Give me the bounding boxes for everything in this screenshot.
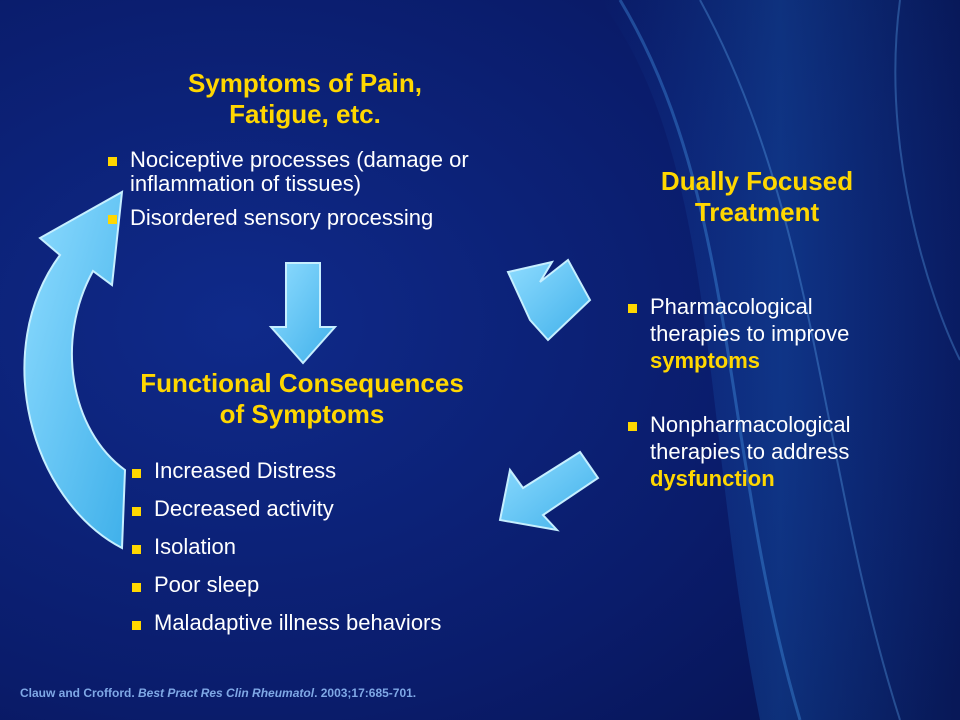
symptoms-title: Symptoms of Pain, Fatigue, etc.: [150, 68, 460, 130]
list-item: Increased Distress: [130, 458, 530, 484]
list-item: Nonpharmacological therapies to address …: [626, 411, 906, 492]
list-item: Disordered sensory processing: [106, 206, 526, 230]
symptoms-title-line2: Fatigue, etc.: [229, 99, 381, 130]
list-item: Isolation: [130, 534, 530, 560]
arrow-to-consequences: [498, 450, 600, 532]
list-item: Maladaptive illness behaviors: [130, 610, 530, 636]
consequences-title: Functional Consequences of Symptoms: [92, 368, 512, 430]
list-item: Poor sleep: [130, 572, 530, 598]
treatment-title-line2: Treatment: [694, 197, 820, 228]
down-arrow: [268, 262, 338, 365]
treatment-item-highlight: symptoms: [650, 348, 761, 373]
treatment-title: Dually Focused Treatment: [612, 166, 902, 228]
arrow-to-symptoms: [506, 258, 592, 342]
treatment-list: Pharmacological therapies to improve sym…: [626, 293, 906, 529]
treatment-item-highlight: dysfunction: [650, 466, 775, 491]
treatment-title-line1: Dually Focused: [660, 166, 854, 196]
cycle-curved-arrow: [23, 190, 127, 550]
symptoms-title-line1: Symptoms of Pain,: [187, 68, 423, 98]
citation: Clauw and Crofford. Best Pract Res Clin …: [20, 686, 416, 700]
citation-journal: Best Pract Res Clin Rheumatol: [138, 686, 315, 700]
list-item: Nociceptive processes (damage or inflamm…: [106, 148, 526, 196]
symptoms-list: Nociceptive processes (damage or inflamm…: [106, 148, 526, 240]
list-item: Decreased activity: [130, 496, 530, 522]
list-item: Pharmacological therapies to improve sym…: [626, 293, 906, 374]
treatment-item-text: Pharmacological therapies to improve: [650, 294, 850, 346]
citation-authors: Clauw and Crofford.: [20, 686, 135, 700]
consequences-list: Increased Distress Decreased activity Is…: [130, 458, 530, 648]
treatment-item-text: Nonpharmacological therapies to address: [650, 412, 851, 464]
citation-details: . 2003;17:685-701.: [314, 686, 417, 700]
consequences-title-line2: of Symptoms: [219, 399, 385, 430]
consequences-title-line1: Functional Consequences: [140, 368, 464, 398]
